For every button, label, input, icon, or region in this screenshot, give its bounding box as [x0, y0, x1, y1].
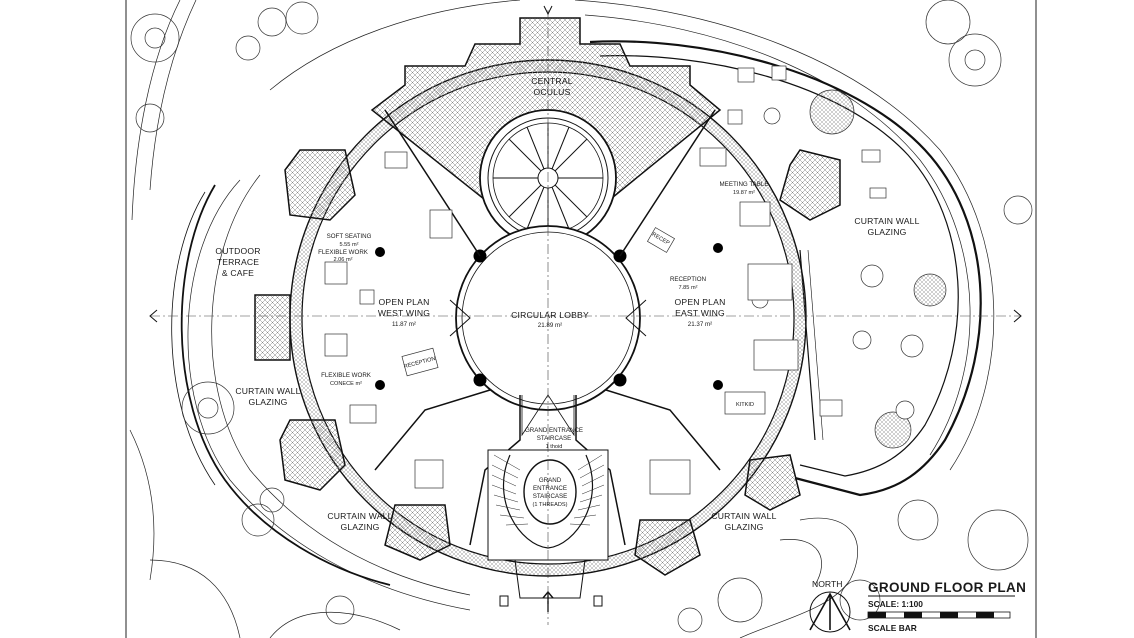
circular-lobby-area: 21.89 m² — [538, 322, 562, 329]
curtain-wall-w-label-1: CURTAIN WALL — [235, 386, 300, 396]
inner-stair-label-2: ENTRANCE — [533, 485, 567, 492]
grand-staircase-label-1: GRAND ENTRANCE — [525, 427, 583, 434]
partition-walls — [374, 109, 721, 546]
site-paths — [129, 0, 995, 638]
curtain-wall-sw-label-1: CURTAIN WALL — [327, 511, 392, 521]
east-wing-label-1: OPEN PLAN — [675, 297, 726, 307]
meeting-table-area: 19.87 m² — [733, 190, 755, 196]
west-wing-label-2: WEST WING — [378, 308, 430, 318]
outdoor-terrace-label-1: OUTDOOR — [215, 246, 260, 256]
kitchen-label: KITKID — [736, 402, 754, 408]
east-wing-label-2: EAST WING — [675, 308, 725, 318]
grand-staircase-label-3: 1 thoid — [546, 444, 563, 450]
flexible-work-area: 2.06 m² — [334, 257, 353, 263]
flexible-work-label: FLEXIBLE WORK — [318, 249, 369, 256]
flexible-work-2-label: FLEXIBLE WORK — [321, 372, 372, 379]
curtain-wall-ne-label-1: CURTAIN WALL — [854, 216, 919, 226]
outdoor-terrace-label-2: TERRACE — [217, 257, 260, 267]
inner-stair-label-1: GRAND — [539, 477, 562, 484]
axis-markers — [149, 5, 1022, 323]
drawing-scale: SCALE: 1:100 — [868, 599, 923, 609]
landscape-trees — [130, 0, 1033, 633]
terrace-furniture — [737, 65, 947, 449]
west-wing-area: 11.87 m² — [392, 321, 416, 328]
grand-staircase-label-2: STAIRCASE — [537, 435, 572, 442]
inner-stair-label-4: (1 THREADS) — [532, 502, 567, 508]
inner-stair-label-3: STAIRCASE — [533, 493, 568, 500]
soft-seating-label: SOFT SEATING — [327, 233, 372, 240]
north-arrow — [809, 591, 851, 633]
scale-bar — [867, 595, 1015, 619]
drawing-title: GROUND FLOOR PLAN — [868, 580, 1026, 595]
curtain-wall-w-label-2: GLAZING — [248, 397, 287, 407]
curtain-wall-se-label-1: CURTAIN WALL — [711, 511, 776, 521]
circular-lobby-label: CIRCULAR LOBBY — [511, 310, 589, 320]
west-curtain-wall-arc — [171, 184, 391, 586]
north-label: NORTH — [812, 579, 842, 589]
east-wing-area: 21.37 m² — [688, 321, 712, 328]
meeting-table-label: MEETING TABLE — [720, 181, 769, 188]
reception-east-label: RECEPTION — [670, 276, 706, 283]
interior-furniture — [324, 109, 799, 495]
soft-seating-area: 5.55 m² — [340, 242, 359, 248]
reception-east-area: 7.85 m² — [679, 285, 698, 291]
axis-lines — [150, 10, 1020, 625]
scale-bar-label: SCALE BAR — [868, 623, 917, 633]
west-wing-label-1: OPEN PLAN — [379, 297, 430, 307]
central-oculus-label-2: OCULUS — [533, 87, 570, 97]
flexible-work-2-sub: CONECE m² — [330, 381, 362, 387]
curtain-wall-sw-label-2: GLAZING — [340, 522, 379, 532]
curtain-wall-ne-label-2: GLAZING — [867, 227, 906, 237]
central-oculus-label-1: CENTRAL — [531, 76, 573, 86]
curtain-wall-se-label-2: GLAZING — [724, 522, 763, 532]
outdoor-terrace-label-3: & CAFE — [222, 268, 254, 278]
